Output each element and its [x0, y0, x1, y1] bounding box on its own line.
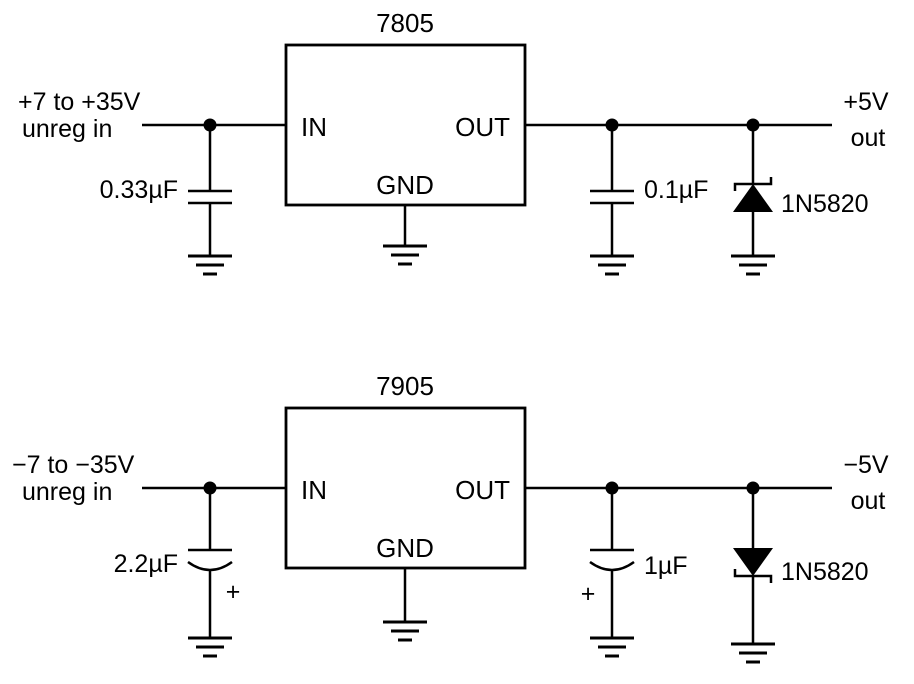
diode-anode-triangle: [733, 548, 773, 576]
positive-regulator-circuit: 7805 IN OUT GND +7 to +35V unreg in 0.33…: [18, 8, 889, 276]
input-voltage-label: +7 to +35V: [18, 88, 141, 116]
ground-symbol: [186, 636, 234, 658]
ground-symbol: [729, 642, 777, 664]
chip-label: 7905: [376, 371, 434, 401]
capacitor-plus-sign: +: [581, 580, 596, 608]
pin-in-label: IN: [301, 112, 327, 142]
input-desc-label: unreg in: [22, 478, 112, 506]
capacitor-curved-plate: [187, 560, 233, 572]
ground-symbol: [381, 620, 429, 642]
input-cap-value: 0.33µF: [100, 176, 178, 204]
output-cap-value: 0.1µF: [644, 176, 708, 204]
input-desc-label: unreg in: [22, 115, 112, 143]
negative-regulator-circuit: 7905 IN OUT GND −7 to −35V unreg in + 2.…: [12, 371, 889, 664]
output-cap-value: 1µF: [644, 552, 688, 580]
pin-out-label: OUT: [455, 475, 510, 505]
output-voltage-label: +5V: [843, 88, 889, 116]
capacitor-plus-sign: +: [226, 578, 241, 606]
output-desc-label: out: [851, 487, 886, 515]
pin-gnd-label: GND: [376, 533, 434, 563]
capacitor-curved-plate: [589, 560, 635, 572]
output-capacitor: [588, 125, 636, 276]
diode-part-number: 1N5820: [781, 190, 869, 218]
output-desc-label: out: [851, 124, 886, 152]
diode-part-number: 1N5820: [781, 558, 869, 586]
pin-out-label: OUT: [455, 112, 510, 142]
diode-anode-triangle: [733, 184, 773, 212]
input-cap-value: 2.2µF: [114, 550, 178, 578]
ground-symbol: [588, 636, 636, 658]
input-voltage-label: −7 to −35V: [12, 451, 135, 479]
output-capacitor-polarized: [588, 488, 636, 658]
ground-symbol: [186, 254, 234, 276]
pin-gnd-label: GND: [376, 170, 434, 200]
input-capacitor: [186, 125, 234, 276]
ground-symbol: [588, 254, 636, 276]
input-capacitor-polarized: [186, 488, 234, 658]
pin-in-label: IN: [301, 475, 327, 505]
schottky-diode: [729, 488, 777, 664]
ground-symbol: [729, 254, 777, 276]
chip-label: 7805: [376, 8, 434, 38]
output-voltage-label: −5V: [843, 451, 889, 479]
ground-symbol: [381, 244, 429, 266]
schottky-diode: [729, 125, 777, 276]
